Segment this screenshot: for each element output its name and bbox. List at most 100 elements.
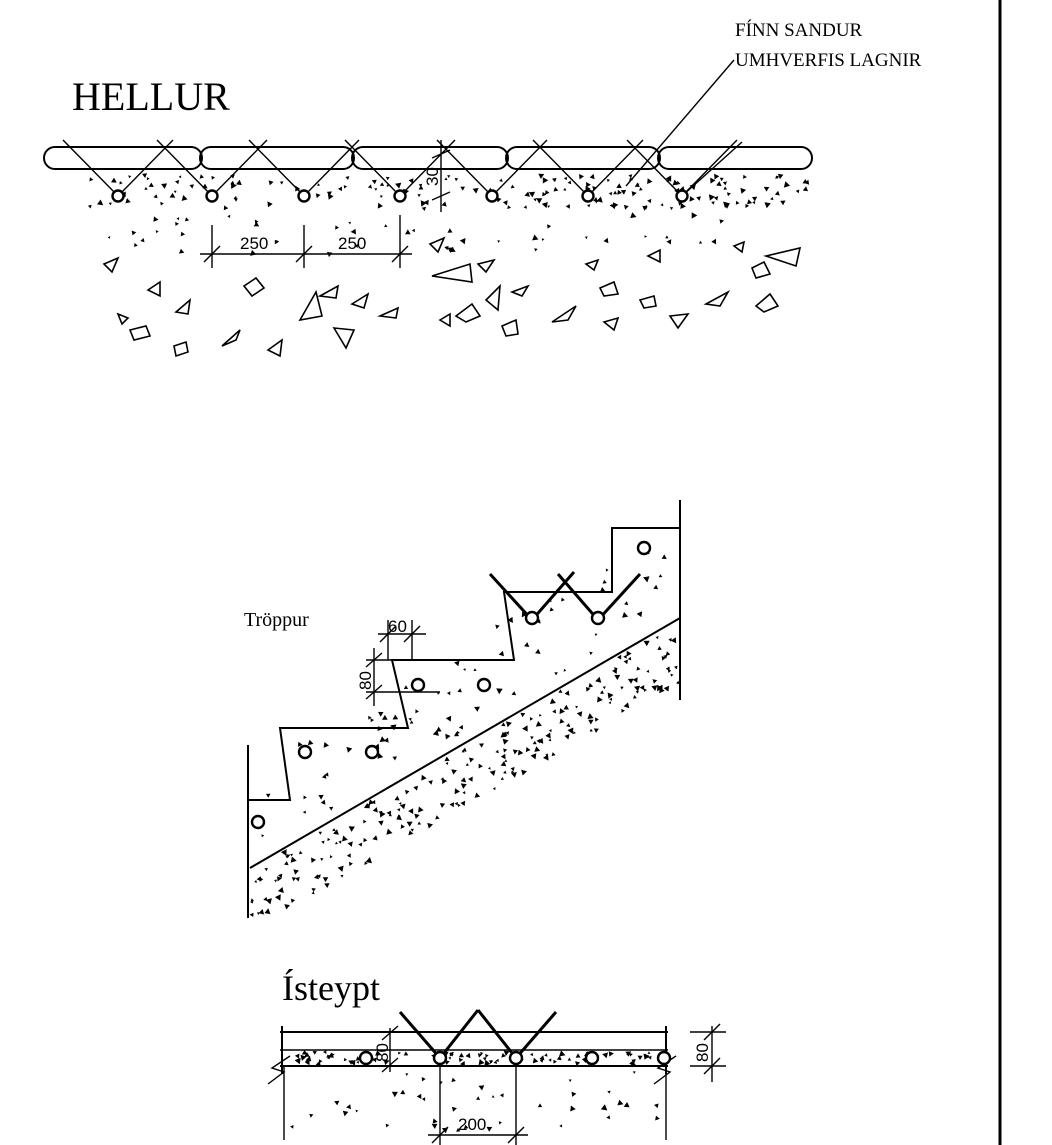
sand-speck: [512, 749, 518, 755]
sand-speck: [643, 576, 650, 583]
sand-speck: [617, 654, 622, 660]
sand-speck: [545, 190, 550, 195]
sand-speck: [330, 1052, 335, 1057]
sand-speck: [372, 807, 378, 813]
sand-speck: [315, 193, 321, 199]
sand-speck: [726, 192, 731, 197]
sand-speck: [333, 829, 339, 835]
sand-speck: [521, 611, 527, 618]
sand-speck: [534, 248, 538, 252]
sand-speck: [713, 196, 719, 201]
sand-speck: [493, 1060, 497, 1064]
sand-speck: [451, 1077, 456, 1082]
sand-speck: [651, 685, 658, 691]
sand-speck: [503, 748, 508, 753]
sand-speck: [320, 799, 326, 805]
sand-speck: [485, 1053, 489, 1058]
sand-speck: [415, 709, 419, 714]
sand-speck: [346, 853, 351, 858]
sand-speck: [647, 178, 653, 184]
sand-speck: [253, 221, 260, 227]
sand-speck: [329, 855, 333, 859]
sand-speck: [764, 202, 771, 209]
sand-speck: [623, 702, 630, 709]
sand-speck: [236, 179, 242, 186]
hellur-title: HELLUR: [72, 74, 230, 119]
sand-speck: [631, 1059, 636, 1064]
sand-speck: [437, 692, 440, 695]
sand-speck: [644, 235, 647, 238]
sand-speck: [392, 756, 397, 761]
sand-speck: [385, 176, 390, 181]
sand-speck: [342, 835, 348, 842]
sand-speck: [500, 777, 504, 780]
sand-speck: [537, 1103, 543, 1108]
sand-speck: [775, 175, 779, 179]
heating-pipe: [297, 189, 311, 203]
sand-speck: [461, 749, 465, 753]
sand-speck: [327, 1055, 332, 1059]
sand-speck: [254, 879, 258, 883]
sand-speck: [543, 754, 549, 761]
sand-speck: [665, 651, 671, 656]
sand-speck: [634, 182, 640, 187]
sand-speck: [280, 849, 287, 856]
sand-speck: [444, 177, 448, 180]
sand-speck: [521, 769, 527, 776]
sand-speck: [468, 776, 473, 782]
sand-speck: [463, 668, 466, 671]
sand-speck: [278, 873, 283, 879]
sand-speck: [329, 806, 334, 811]
sand-speck: [363, 837, 368, 843]
sand-speck: [504, 759, 508, 762]
sand-speck: [614, 674, 621, 681]
sand-speck: [587, 204, 591, 208]
sand-speck: [589, 651, 593, 656]
sand-speck: [285, 854, 291, 859]
sand-speck: [491, 1095, 495, 1098]
sand-speck: [530, 1052, 534, 1056]
sand-speck: [575, 1061, 581, 1067]
sand-speck: [413, 785, 419, 791]
sand-speck: [421, 774, 427, 781]
sand-speck: [536, 198, 543, 204]
heating-pipe: [581, 189, 595, 203]
troppur-section: Tröppur 60 80: [244, 500, 681, 918]
sand-speck: [142, 173, 148, 178]
sand-speck: [474, 706, 480, 712]
troppur-speckle: [249, 551, 680, 917]
sand-speck: [456, 730, 460, 735]
sand-speck: [363, 819, 367, 824]
sand-speck: [155, 230, 159, 234]
sand-speck: [711, 238, 717, 245]
isteypt-dim-spacing: 200: [458, 1115, 486, 1134]
sand-speck: [669, 207, 674, 211]
sand-speck: [626, 1053, 630, 1057]
sand-speck: [460, 777, 467, 783]
sand-speck: [456, 1127, 461, 1132]
sand-speck: [635, 690, 639, 694]
sand-speck: [639, 187, 643, 191]
sand-speck: [502, 200, 508, 206]
sand-speck: [532, 740, 537, 745]
sand-speck: [627, 678, 634, 684]
sand-speck: [570, 1105, 576, 1112]
sand-speck: [173, 190, 177, 194]
sand-speck: [111, 177, 117, 183]
sand-speck: [723, 201, 730, 208]
sand-note-line2: UMHVERFIS LAGNIR: [735, 50, 922, 71]
hellur-dim-spacing-2: 250: [338, 234, 366, 253]
sand-speck: [447, 175, 451, 178]
hellur-pipes: [111, 189, 689, 203]
sand-speck: [348, 826, 355, 832]
sand-speck: [460, 186, 465, 191]
sand-speck: [181, 195, 188, 201]
sand-speck: [667, 669, 672, 673]
sand-speck: [474, 792, 481, 798]
sand-speck: [708, 194, 715, 201]
sand-speck: [636, 611, 643, 618]
sand-speck: [607, 692, 614, 699]
sand-speck: [559, 1050, 566, 1057]
isteypt-title: Ísteypt: [282, 968, 380, 1008]
sand-speck: [309, 1113, 314, 1118]
